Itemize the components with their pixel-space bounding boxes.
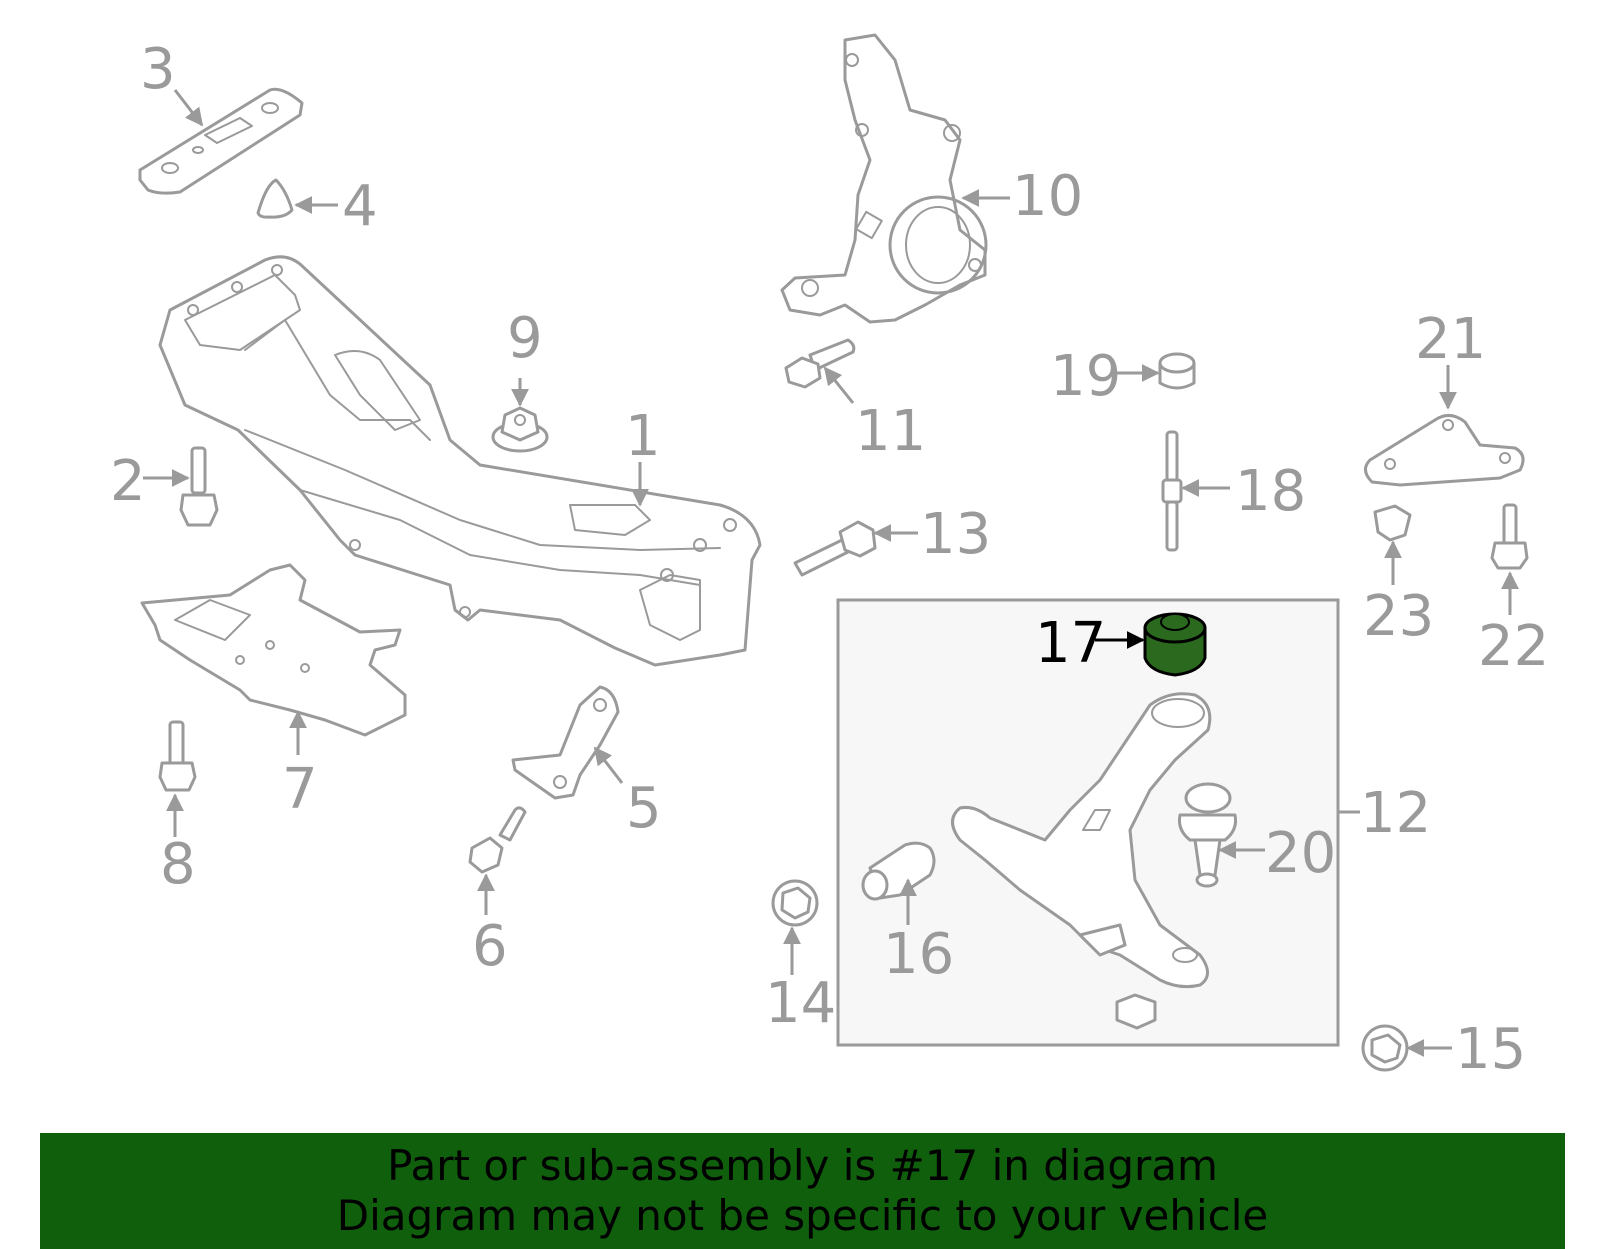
part-2-bolt[interactable] bbox=[179, 446, 219, 527]
callout-9: 9 bbox=[507, 306, 543, 371]
callout-11: 11 bbox=[855, 399, 926, 464]
part-22-bolt[interactable] bbox=[1490, 503, 1529, 570]
part-13-bolt[interactable] bbox=[793, 520, 877, 577]
callout-5: 5 bbox=[626, 776, 662, 841]
callout-10: 10 bbox=[1012, 164, 1083, 229]
part-20-ball-joint[interactable] bbox=[1178, 782, 1237, 888]
part-14-nut[interactable] bbox=[771, 879, 819, 927]
callout-17-highlighted: 17 bbox=[1035, 611, 1106, 676]
part-6-bolt[interactable] bbox=[468, 806, 527, 874]
part-23-nut[interactable] bbox=[1373, 504, 1412, 542]
callout-22: 22 bbox=[1478, 614, 1549, 679]
callout-3: 3 bbox=[140, 37, 176, 102]
callout-12: 12 bbox=[1360, 781, 1431, 846]
callout-1: 1 bbox=[625, 404, 661, 469]
callout-15: 15 bbox=[1455, 1017, 1526, 1082]
callout-2: 2 bbox=[110, 449, 146, 514]
part-19-bushing[interactable] bbox=[1158, 352, 1196, 390]
callout-4: 4 bbox=[342, 174, 378, 239]
part-7-skid-plate[interactable] bbox=[140, 563, 407, 737]
callout-21: 21 bbox=[1415, 307, 1486, 372]
footer-banner: Part or sub-assembly is #17 in diagram D… bbox=[40, 1133, 1565, 1249]
callout-16: 16 bbox=[883, 922, 954, 987]
part-5-bracket[interactable] bbox=[511, 685, 620, 800]
callout-14: 14 bbox=[765, 971, 836, 1036]
callout-7: 7 bbox=[282, 757, 318, 822]
part-11-bolt[interactable] bbox=[784, 338, 856, 389]
callout-6: 6 bbox=[472, 914, 508, 979]
callout-19: 19 bbox=[1050, 344, 1121, 409]
part-4-stopper[interactable] bbox=[256, 178, 294, 219]
part-17-bushing-highlighted[interactable] bbox=[1143, 612, 1207, 677]
footer-line-1: Part or sub-assembly is #17 in diagram bbox=[387, 1141, 1218, 1190]
part-8-bolt[interactable] bbox=[158, 720, 197, 792]
callout-20: 20 bbox=[1265, 821, 1336, 886]
part-1-crossmember[interactable] bbox=[158, 255, 762, 667]
part-15-nut[interactable] bbox=[1361, 1024, 1409, 1072]
part-12-control-arm[interactable] bbox=[951, 692, 1212, 989]
control-arm-nut[interactable] bbox=[1115, 993, 1157, 1030]
part-10-knuckle[interactable] bbox=[780, 33, 988, 324]
callout-8: 8 bbox=[160, 832, 196, 897]
callout-18: 18 bbox=[1235, 459, 1306, 524]
footer-line-2: Diagram may not be specific to your vehi… bbox=[336, 1191, 1269, 1240]
part-9-flange-nut[interactable] bbox=[491, 406, 549, 453]
part-3-plate[interactable] bbox=[138, 87, 304, 195]
part-21-bracket[interactable] bbox=[1364, 414, 1525, 487]
callout-23: 23 bbox=[1363, 584, 1434, 649]
part-16-bushing[interactable] bbox=[861, 841, 936, 901]
part-18-stud[interactable] bbox=[1161, 430, 1183, 552]
callout-13: 13 bbox=[920, 502, 991, 567]
